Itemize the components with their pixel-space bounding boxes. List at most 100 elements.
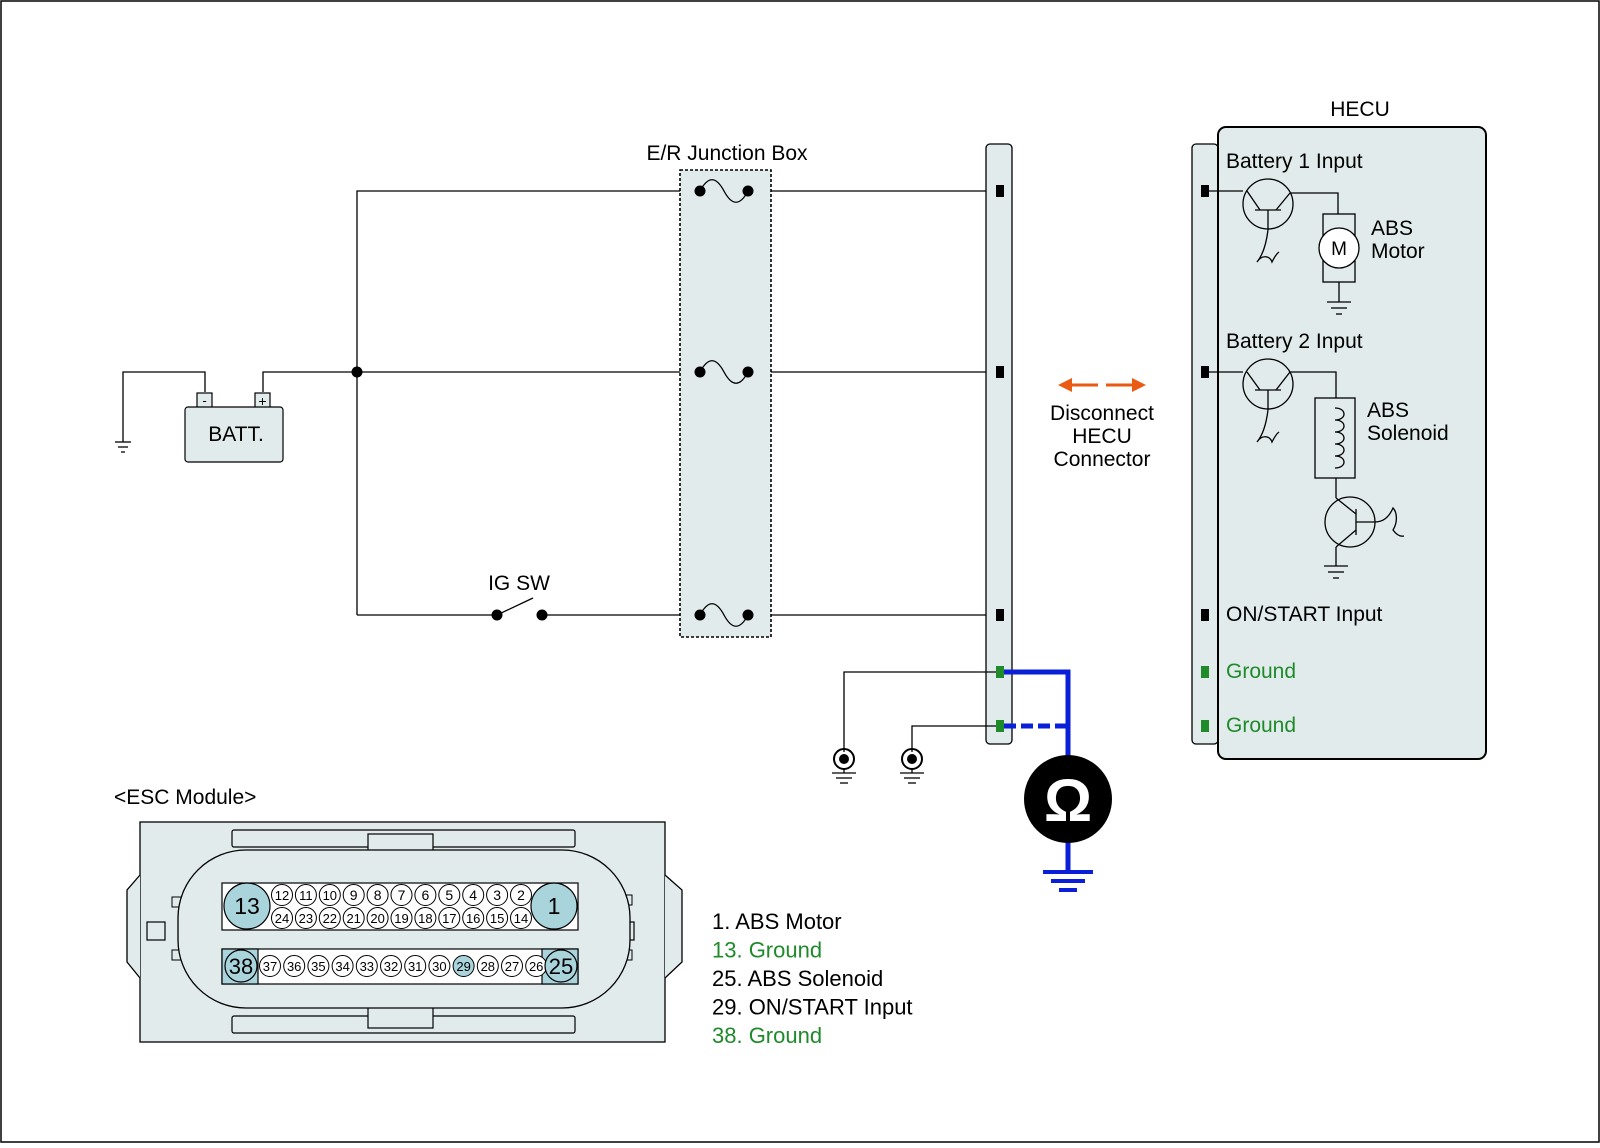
connector-pin (996, 185, 1004, 197)
esc-pin-37: 37 (259, 955, 281, 977)
battery2-input-label: Battery 2 Input (1226, 330, 1363, 353)
esc-pin-label: 6 (422, 887, 430, 903)
esc-pin-label: 24 (275, 911, 289, 926)
fuse (694, 360, 754, 384)
hecu-module: HECU Battery 1 Input Battery 2 Input ON/… (1191, 98, 1487, 760)
fuse (694, 603, 754, 627)
chassis-ground (900, 748, 924, 784)
esc-pin-label: 16 (466, 911, 480, 926)
esc-pin-30: 30 (428, 955, 451, 977)
esc-pin-label: 18 (418, 911, 432, 926)
ohmmeter: Ω (1004, 669, 1112, 892)
esc-pin-32: 32 (380, 955, 402, 977)
abs-solenoid-label: ABS (1367, 399, 1409, 422)
esc-pin-label: 13 (234, 893, 260, 919)
hecu-pin (1201, 366, 1209, 378)
ground-symbol (115, 441, 131, 453)
hecu-pin (1201, 609, 1209, 621)
battery-label: BATT. (208, 423, 264, 446)
esc-pin-label: 31 (408, 959, 422, 974)
esc-pin-label: 10 (323, 888, 337, 903)
legend-item: 29. ON/START Input (712, 995, 913, 1020)
battery-body (184, 406, 284, 463)
esc-pin-label: 27 (505, 959, 519, 974)
esc-pin-38: 38 (224, 949, 258, 983)
esc-pin-12: 12 (271, 884, 293, 906)
esc-pin-18: 18 (414, 907, 437, 929)
esc-pin-label: 12 (275, 888, 289, 903)
esc-pin-label: 35 (311, 959, 325, 974)
disconnect-arrows-icon (1058, 378, 1146, 392)
ground-wires (843, 671, 996, 752)
esc-pin-label: 25 (549, 954, 573, 979)
harness-connector (985, 143, 1013, 745)
transistor-icon (1209, 358, 1337, 444)
esc-pin-35: 35 (307, 955, 330, 977)
ig-switch: IG SW (488, 572, 550, 621)
esc-pin-2: 2 (510, 884, 532, 906)
esc-pin-label: 23 (299, 911, 313, 926)
esc-pin-label: 2 (517, 887, 525, 903)
disconnect-label: HECU (1072, 425, 1132, 448)
junction-box: E/R Junction Box (646, 142, 808, 638)
legend-item: 13. Ground (712, 938, 822, 963)
ig-switch-label: IG SW (488, 572, 550, 595)
connector-pin (996, 609, 1004, 621)
esc-pin-34: 34 (331, 955, 354, 977)
ground-label: Ground (1226, 660, 1296, 683)
esc-pin-23: 23 (294, 907, 317, 929)
abs-solenoid-icon (1314, 397, 1356, 498)
esc-pin-6: 6 (414, 884, 437, 906)
fuse (694, 179, 754, 203)
disconnect-label: Disconnect (1050, 402, 1154, 425)
esc-pin-33: 33 (355, 955, 378, 977)
connector-pin-ground (996, 720, 1004, 732)
transistor-icon (1324, 496, 1405, 579)
connector-pin (996, 366, 1004, 378)
esc-pin-label: 26 (529, 959, 543, 974)
motor-symbol: M (1331, 239, 1347, 260)
esc-pin-label: 1 (548, 893, 561, 919)
esc-pin-16: 16 (462, 907, 485, 929)
esc-module-title: <ESC Module> (114, 786, 256, 809)
esc-pin-17: 17 (438, 907, 461, 929)
esc-pin-label: 29 (456, 959, 470, 974)
connector-pin-ground (996, 666, 1004, 678)
esc-pin-1: 1 (530, 882, 578, 930)
ground-label: Ground (1226, 714, 1296, 737)
esc-pin-label: 5 (445, 887, 453, 903)
esc-pin-28: 28 (476, 955, 499, 977)
esc-pin-13: 13 (223, 882, 271, 930)
esc-pin-label: 22 (323, 911, 337, 926)
esc-pin-label: 14 (514, 911, 528, 926)
esc-pin-36: 36 (283, 955, 306, 977)
battery: - + BATT. (115, 371, 357, 463)
esc-pin-label: 17 (442, 911, 456, 926)
esc-pin-label: 32 (384, 959, 398, 974)
hecu-connector (1191, 143, 1219, 745)
esc-pin-label: 15 (490, 911, 504, 926)
esc-pin-14: 14 (510, 907, 532, 929)
chassis-ground (832, 748, 856, 784)
ohmmeter-body (1024, 755, 1112, 843)
esc-pin-3: 3 (486, 884, 509, 906)
esc-pin-20: 20 (366, 907, 389, 929)
esc-pin-label: 34 (335, 959, 349, 974)
legend-item: 1. ABS Motor (712, 909, 842, 934)
esc-pin-19: 19 (390, 907, 413, 929)
esc-pin-22: 22 (318, 907, 341, 929)
battery1-input-label: Battery 1 Input (1226, 150, 1363, 173)
esc-pin-4: 4 (462, 884, 485, 906)
esc-pin-label: 7 (398, 887, 406, 903)
legend-item: 38. Ground (712, 1023, 822, 1048)
esc-pin-5: 5 (438, 884, 461, 906)
abs-motor-icon: M (1318, 213, 1360, 315)
transistor-icon (1209, 178, 1339, 264)
abs-motor-label: ABS (1371, 217, 1413, 240)
esc-pin-label: 4 (469, 887, 477, 903)
esc-pin-25: 25 (544, 949, 578, 983)
